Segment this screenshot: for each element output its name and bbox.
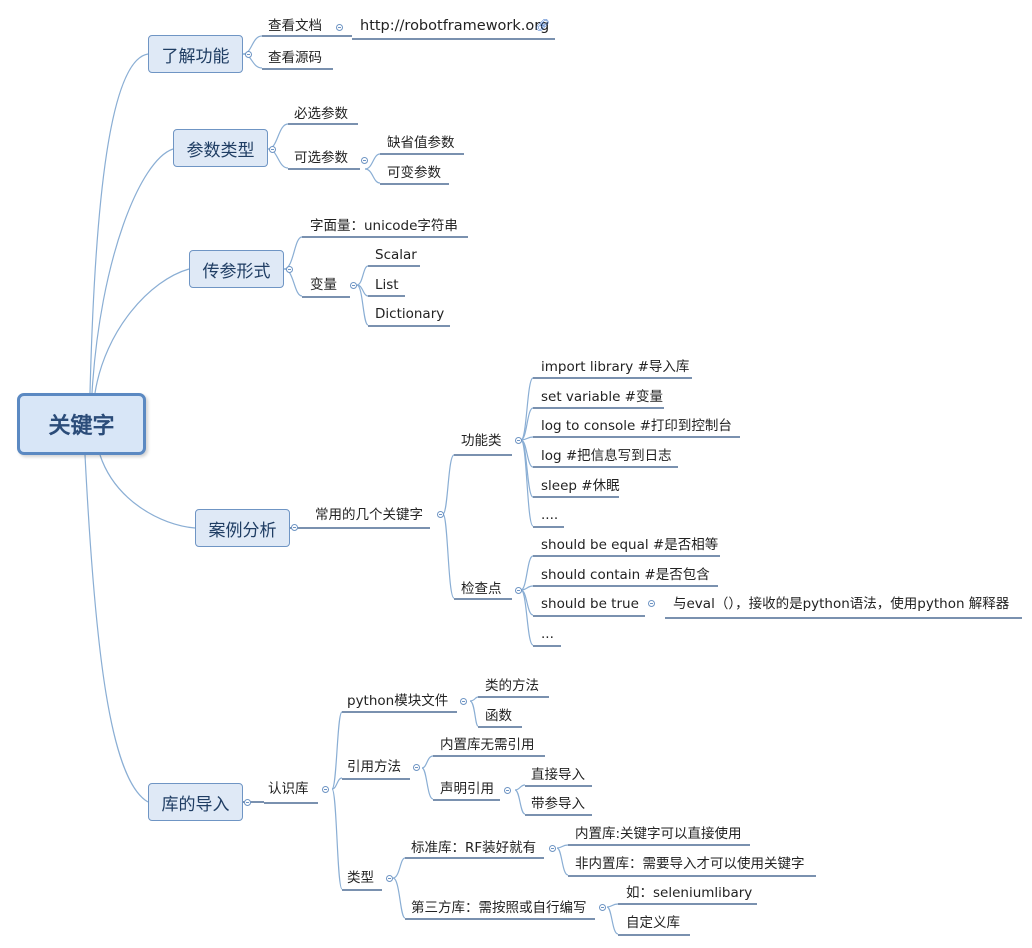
node-variable[interactable]: 变量 bbox=[310, 277, 337, 293]
root-node[interactable]: 关键字 bbox=[17, 393, 146, 455]
list-item[interactable]: sleep #休眠 bbox=[541, 478, 620, 494]
list-item[interactable]: should contain #是否包含 bbox=[541, 567, 710, 583]
list-item[interactable]: log #把信息写到日志 bbox=[541, 448, 672, 464]
node-dictionary[interactable]: Dictionary bbox=[375, 306, 445, 322]
collapse-toggle-icon[interactable] bbox=[648, 600, 655, 607]
node-non-builtin-lib[interactable]: 非内置库：需要导入才可以使用关键字 bbox=[575, 856, 805, 872]
node-checkpoint[interactable]: 检查点 bbox=[461, 581, 502, 597]
node-standard-lib[interactable]: 标准库：RF装好就有 bbox=[411, 840, 537, 856]
node-class-method[interactable]: 类的方法 bbox=[485, 678, 539, 694]
node-reference-method[interactable]: 引用方法 bbox=[347, 759, 401, 775]
node-builtin-lib[interactable]: 内置库:关键字可以直接使用 bbox=[575, 826, 742, 842]
collapse-toggle-icon[interactable] bbox=[286, 266, 293, 273]
list-item[interactable]: .... bbox=[541, 507, 559, 523]
node-param-import[interactable]: 带参导入 bbox=[531, 796, 585, 812]
node-variadic-params[interactable]: 可变参数 bbox=[387, 165, 441, 181]
node-view-source[interactable]: 查看源码 bbox=[268, 50, 322, 66]
collapse-toggle-icon[interactable] bbox=[437, 511, 444, 518]
collapse-toggle-icon[interactable] bbox=[269, 146, 276, 153]
list-item[interactable]: set variable #变量 bbox=[541, 389, 663, 405]
node-default-params[interactable]: 缺省值参数 bbox=[387, 135, 455, 151]
node-required-params[interactable]: 必选参数 bbox=[294, 106, 348, 122]
collapse-toggle-icon[interactable] bbox=[386, 875, 393, 882]
node-list[interactable]: List bbox=[375, 277, 399, 293]
collapse-toggle-icon[interactable] bbox=[599, 904, 606, 911]
node-optional-params[interactable]: 可选参数 bbox=[294, 150, 348, 166]
hyperlink-icon[interactable]: 🔗︎ bbox=[535, 18, 551, 32]
branch-learn-features[interactable]: 了解功能 bbox=[148, 35, 243, 73]
node-selenium-example[interactable]: 如：seleniumlibary bbox=[626, 885, 753, 901]
list-item[interactable]: should be true bbox=[541, 596, 639, 612]
collapse-toggle-icon[interactable] bbox=[361, 157, 368, 164]
node-know-libraries[interactable]: 认识库 bbox=[268, 781, 309, 797]
node-declare-ref[interactable]: 声明引用 bbox=[440, 781, 494, 797]
node-docs-link[interactable]: http://robotframework.org bbox=[360, 18, 550, 34]
node-direct-import[interactable]: 直接导入 bbox=[531, 767, 585, 783]
branch-passing-forms[interactable]: 传参形式 bbox=[189, 250, 284, 288]
collapse-toggle-icon[interactable] bbox=[460, 698, 467, 705]
collapse-toggle-icon[interactable] bbox=[515, 587, 522, 594]
node-third-party-lib[interactable]: 第三方库：需按照或自行编写 bbox=[411, 900, 587, 916]
list-item[interactable]: should be equal #是否相等 bbox=[541, 537, 719, 553]
collapse-toggle-icon[interactable] bbox=[336, 24, 343, 31]
node-literal[interactable]: 字面量：unicode字符串 bbox=[310, 218, 458, 234]
collapse-toggle-icon[interactable] bbox=[350, 282, 357, 289]
node-function[interactable]: 函数 bbox=[485, 708, 512, 724]
node-common-keywords[interactable]: 常用的几个关键字 bbox=[315, 507, 423, 523]
node-scalar[interactable]: Scalar bbox=[375, 247, 417, 263]
node-note[interactable]: 与eval（），接收的是python语法，使用python 解释器 bbox=[673, 596, 1010, 612]
branch-parameter-types[interactable]: 参数类型 bbox=[173, 129, 268, 167]
collapse-toggle-icon[interactable] bbox=[413, 764, 420, 771]
list-item[interactable]: ... bbox=[541, 626, 554, 642]
collapse-toggle-icon[interactable] bbox=[549, 845, 556, 852]
branch-case-analysis[interactable]: 案例分析 bbox=[195, 509, 290, 547]
node-builtin-no-ref[interactable]: 内置库无需引用 bbox=[440, 737, 535, 753]
collapse-toggle-icon[interactable] bbox=[322, 786, 329, 793]
branch-library-import[interactable]: 库的导入 bbox=[148, 783, 243, 821]
node-functional[interactable]: 功能类 bbox=[461, 433, 502, 449]
collapse-toggle-icon[interactable] bbox=[245, 51, 252, 58]
collapse-toggle-icon[interactable] bbox=[244, 799, 251, 806]
node-view-docs[interactable]: 查看文档 bbox=[268, 18, 322, 34]
node-custom-lib[interactable]: 自定义库 bbox=[626, 915, 680, 931]
list-item[interactable]: import library #导入库 bbox=[541, 359, 690, 375]
collapse-toggle-icon[interactable] bbox=[504, 787, 511, 794]
collapse-toggle-icon[interactable] bbox=[515, 437, 522, 444]
node-types[interactable]: 类型 bbox=[347, 870, 374, 886]
collapse-toggle-icon[interactable] bbox=[291, 524, 298, 531]
node-python-module[interactable]: python模块文件 bbox=[347, 693, 449, 709]
list-item[interactable]: log to console #打印到控制台 bbox=[541, 418, 732, 434]
